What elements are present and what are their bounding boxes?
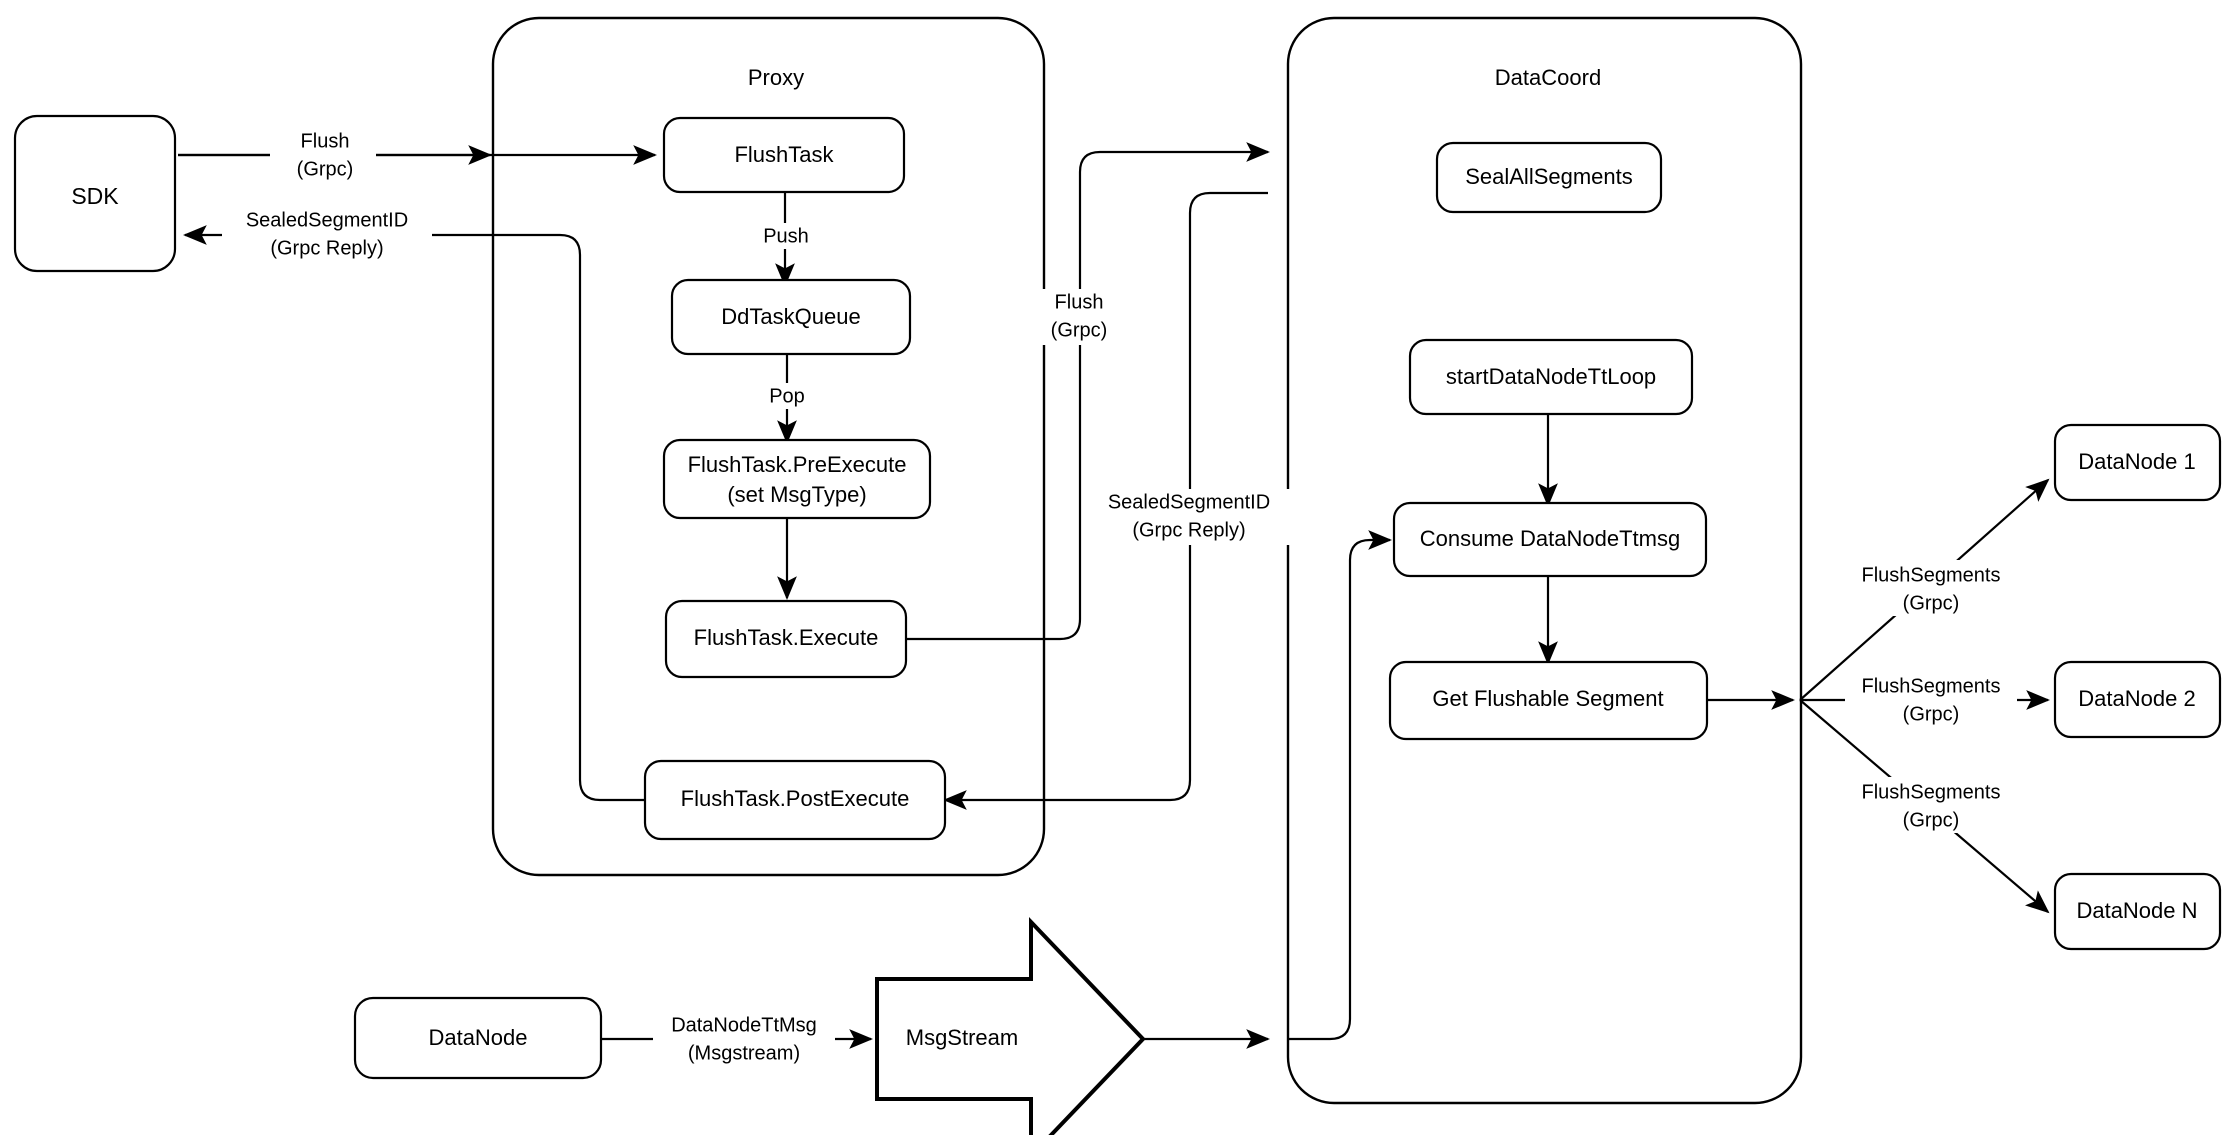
node-sealallsegments[interactable] (1435, 141, 1663, 214)
node-consume-datanodettmsg-label: Consume DataNodeTtmsg (1420, 526, 1680, 551)
edge-label-flushsegments2-line1: FlushSegments (1862, 675, 2001, 697)
edge-label-datanodettmsg-line1: DataNodeTtMsg (671, 1014, 817, 1036)
node-datanode-n-label: DataNode N (2076, 898, 2197, 923)
edge-label-flushsegments2-line2: (Grpc) (1903, 703, 1960, 725)
edge-label-sdk-flush-bg (270, 128, 376, 184)
container-datacoord-title: DataCoord (1495, 65, 1601, 90)
node-flushtask-execute[interactable] (664, 599, 908, 679)
edge-label-pop-bg (755, 383, 819, 409)
edge-label-datanodettmsg-line2: (Msgstream) (688, 1042, 800, 1064)
node-consume-datanodettmsg[interactable] (1392, 501, 1708, 578)
edge-label-sdk-reply-bg (222, 207, 432, 263)
edge-label-flushsegments1-line1: FlushSegments (1862, 564, 2001, 586)
node-datanode-2-label: DataNode 2 (2078, 686, 2195, 711)
container-proxy-title: Proxy (748, 65, 804, 90)
edge-label-sdk-flush-line2: (Grpc) (297, 158, 354, 180)
node-sealallsegments-label: SealAllSegments (1465, 164, 1633, 189)
edge-label-flushsegments2-bg (1845, 671, 2017, 727)
node-sdk[interactable] (13, 114, 177, 273)
node-datanode-source[interactable] (353, 996, 603, 1080)
node-ddtaskqueue[interactable] (670, 278, 912, 356)
node-datanode-2[interactable] (2053, 660, 2222, 739)
node-sdk-label: SDK (71, 183, 119, 209)
edge-label-sealedsegmentid-reply-line1: SealedSegmentID (1108, 491, 1270, 513)
node-startdatanodettloop-label: startDataNodeTtLoop (1446, 364, 1656, 389)
edge-label-sealedsegmentid-reply-line2: (Grpc Reply) (1132, 519, 1245, 541)
node-flushtask-postexecute-label: FlushTask.PostExecute (681, 786, 910, 811)
edge-execute-to-sealallsegments (906, 142, 1270, 641)
node-flushtask-execute-label: FlushTask.Execute (694, 625, 879, 650)
node-flushtask-preexecute[interactable] (662, 438, 932, 520)
node-datanode-source-label: DataNode (428, 1025, 527, 1050)
edge-label-flush-grpc-line1: Flush (1055, 291, 1104, 313)
edge-label-sdk-flush-line1: Flush (301, 130, 350, 152)
node-flushtask-preexecute-label-line2: (set MsgType) (727, 482, 866, 507)
node-ddtaskqueue-label: DdTaskQueue (721, 304, 860, 329)
edge-label-sdk-reply-line1: SealedSegmentID (246, 209, 408, 231)
node-datanode-n[interactable] (2053, 872, 2222, 951)
edge-label-pop: Pop (769, 385, 805, 407)
edge-label-sdk-reply-line2: (Grpc Reply) (270, 237, 383, 259)
node-startdatanodettloop[interactable] (1408, 338, 1694, 416)
node-get-flushable-segment-label: Get Flushable Segment (1432, 686, 1663, 711)
edge-label-flushsegmentsn-line2: (Grpc) (1903, 809, 1960, 831)
node-flushtask-label: FlushTask (734, 142, 834, 167)
edge-label-flush-grpc-bg (1030, 289, 1112, 345)
edge-label-flushsegmentsn-bg (1845, 777, 2017, 833)
container-proxy (491, 16, 1046, 877)
node-msgstream-label: MsgStream (906, 1025, 1018, 1050)
node-get-flushable-segment[interactable] (1388, 660, 1709, 741)
node-flushtask-preexecute-label-line1: FlushTask.PreExecute (688, 452, 907, 477)
node-datanode-1[interactable] (2053, 423, 2222, 502)
node-flushtask[interactable] (662, 116, 906, 194)
edge-label-flush-grpc-line2: (Grpc) (1051, 319, 1108, 341)
edge-label-push-bg (745, 223, 821, 249)
edge-datacoord-boundary-to-consume (1288, 530, 1392, 1041)
node-flushtask-postexecute[interactable] (643, 759, 947, 841)
node-msgstream[interactable] (875, 917, 1146, 1135)
edge-label-datanodettmsg-bg (653, 1011, 835, 1067)
edge-label-flushsegments1-bg (1845, 560, 2017, 616)
edge-label-push: Push (763, 225, 809, 247)
node-datanode-1-label: DataNode 1 (2078, 449, 2195, 474)
edge-label-flushsegments1-line2: (Grpc) (1903, 592, 1960, 614)
edge-label-sealedsegmentid-reply-bg (1090, 489, 1292, 545)
container-datacoord (1286, 16, 1803, 1105)
edge-postexecute-to-sdk (183, 225, 645, 802)
edge-label-flushsegmentsn-line1: FlushSegments (1862, 781, 2001, 803)
